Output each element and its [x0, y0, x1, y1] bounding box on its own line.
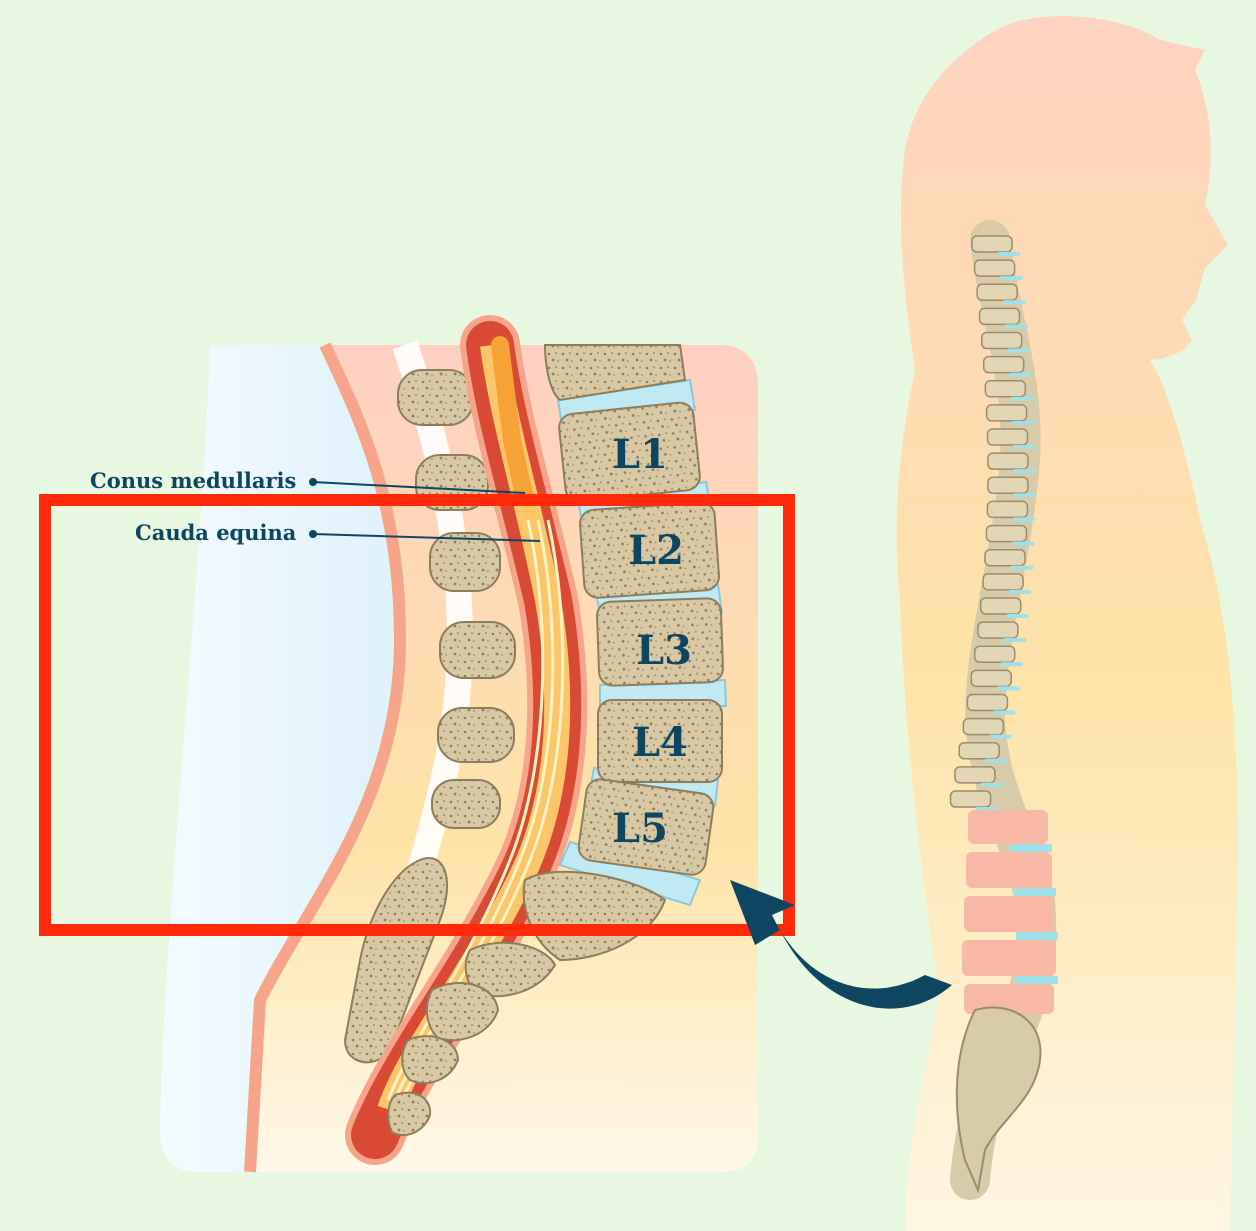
vertebra-label-l3: L3 — [636, 627, 692, 674]
small-disc — [1001, 276, 1023, 280]
small-vertebra — [975, 646, 1015, 662]
small-vertebra — [951, 791, 991, 807]
small-disc — [1003, 300, 1025, 304]
small-vertebra — [975, 260, 1015, 276]
small-vertebra — [971, 670, 1011, 686]
small-disc — [998, 252, 1020, 256]
small-disc — [1009, 590, 1031, 594]
small-vertebra — [955, 767, 995, 783]
small-disc — [989, 735, 1011, 739]
small-vertebra — [986, 526, 1026, 542]
small-vertebra — [977, 284, 1017, 300]
small-disc — [1013, 421, 1035, 425]
small-vertebra — [987, 501, 1027, 517]
small-disc — [1013, 445, 1035, 449]
vertebra-label-l2: L2 — [628, 527, 684, 574]
small-vertebra — [982, 333, 1022, 349]
small-disc — [1011, 397, 1033, 401]
small-vertebra — [959, 743, 999, 759]
small-vertebra — [981, 598, 1021, 614]
small-vertebra — [980, 308, 1020, 324]
small-disc — [1004, 638, 1026, 642]
small-vertebra — [972, 236, 1012, 252]
small-vertebra — [985, 550, 1025, 566]
small-disc — [1014, 469, 1036, 473]
curved-arrow — [730, 880, 952, 1009]
small-disc — [1001, 662, 1023, 666]
small-vertebra — [967, 694, 1007, 710]
cauda-equina-label: Cauda equina — [135, 520, 296, 545]
small-disc — [1014, 493, 1036, 497]
small-disc — [1011, 566, 1033, 570]
small-disc — [981, 783, 1003, 787]
conus-medullaris-label: Conus medullaris — [90, 468, 296, 493]
small-vertebra — [988, 453, 1028, 469]
small-vertebra — [985, 381, 1025, 397]
small-disc — [1007, 614, 1029, 618]
small-disc — [1012, 542, 1034, 546]
vertebra-label-l1: L1 — [612, 431, 668, 478]
vertebra-label-l5: L5 — [612, 805, 668, 852]
small-disc — [1008, 349, 1030, 353]
small-disc — [993, 710, 1015, 714]
human-silhouette — [897, 16, 1238, 1231]
small-disc — [1013, 517, 1035, 521]
small-vertebra — [983, 574, 1023, 590]
small-disc — [1010, 373, 1032, 377]
small-vertebra — [978, 622, 1018, 638]
small-vertebra — [987, 405, 1027, 421]
vertebra-label-l4: L4 — [632, 719, 688, 766]
small-disc — [985, 759, 1007, 763]
small-vertebra — [988, 477, 1028, 493]
small-vertebra — [963, 719, 1003, 735]
small-vertebra — [987, 429, 1027, 445]
small-disc — [1006, 324, 1028, 328]
small-vertebra — [984, 357, 1024, 373]
small-disc — [997, 686, 1019, 690]
